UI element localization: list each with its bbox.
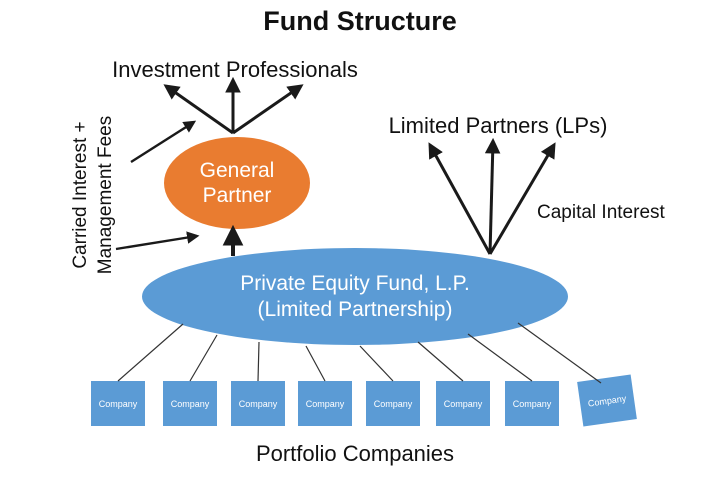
carried-interest-line: Carried Interest + — [70, 121, 91, 269]
fund-line2: (Limited Partnership) — [257, 297, 453, 321]
investment-professionals-label: Investment Professionals — [112, 57, 358, 82]
private-equity-fund-node: Private Equity Fund, L.P. (Limited Partn… — [142, 248, 568, 345]
company-box: Company — [505, 381, 559, 426]
company-box: Company — [436, 381, 490, 426]
carried-interest-management-fees-label: Carried Interest + Management Fees — [68, 85, 120, 305]
fund-line1: Private Equity Fund, L.P. — [240, 272, 470, 296]
company-box: Company — [366, 381, 420, 426]
company-box: Company — [231, 381, 285, 426]
general-partner-node: General Partner — [164, 137, 310, 229]
limited-partners-label: Limited Partners (LPs) — [388, 113, 608, 138]
company-box: Company — [298, 381, 352, 426]
company-box: Company — [91, 381, 145, 426]
company-box: Company — [163, 381, 217, 426]
diagram-title: Fund Structure — [263, 6, 457, 36]
capital-interest-label: Capital Interest — [537, 202, 665, 223]
company-box: Company — [577, 374, 637, 427]
management-fees-line: Management Fees — [95, 115, 116, 275]
general-partner-line2: Partner — [202, 184, 272, 207]
general-partner-line1: General — [199, 158, 275, 182]
portfolio-companies-label: Portfolio Companies — [255, 441, 455, 466]
